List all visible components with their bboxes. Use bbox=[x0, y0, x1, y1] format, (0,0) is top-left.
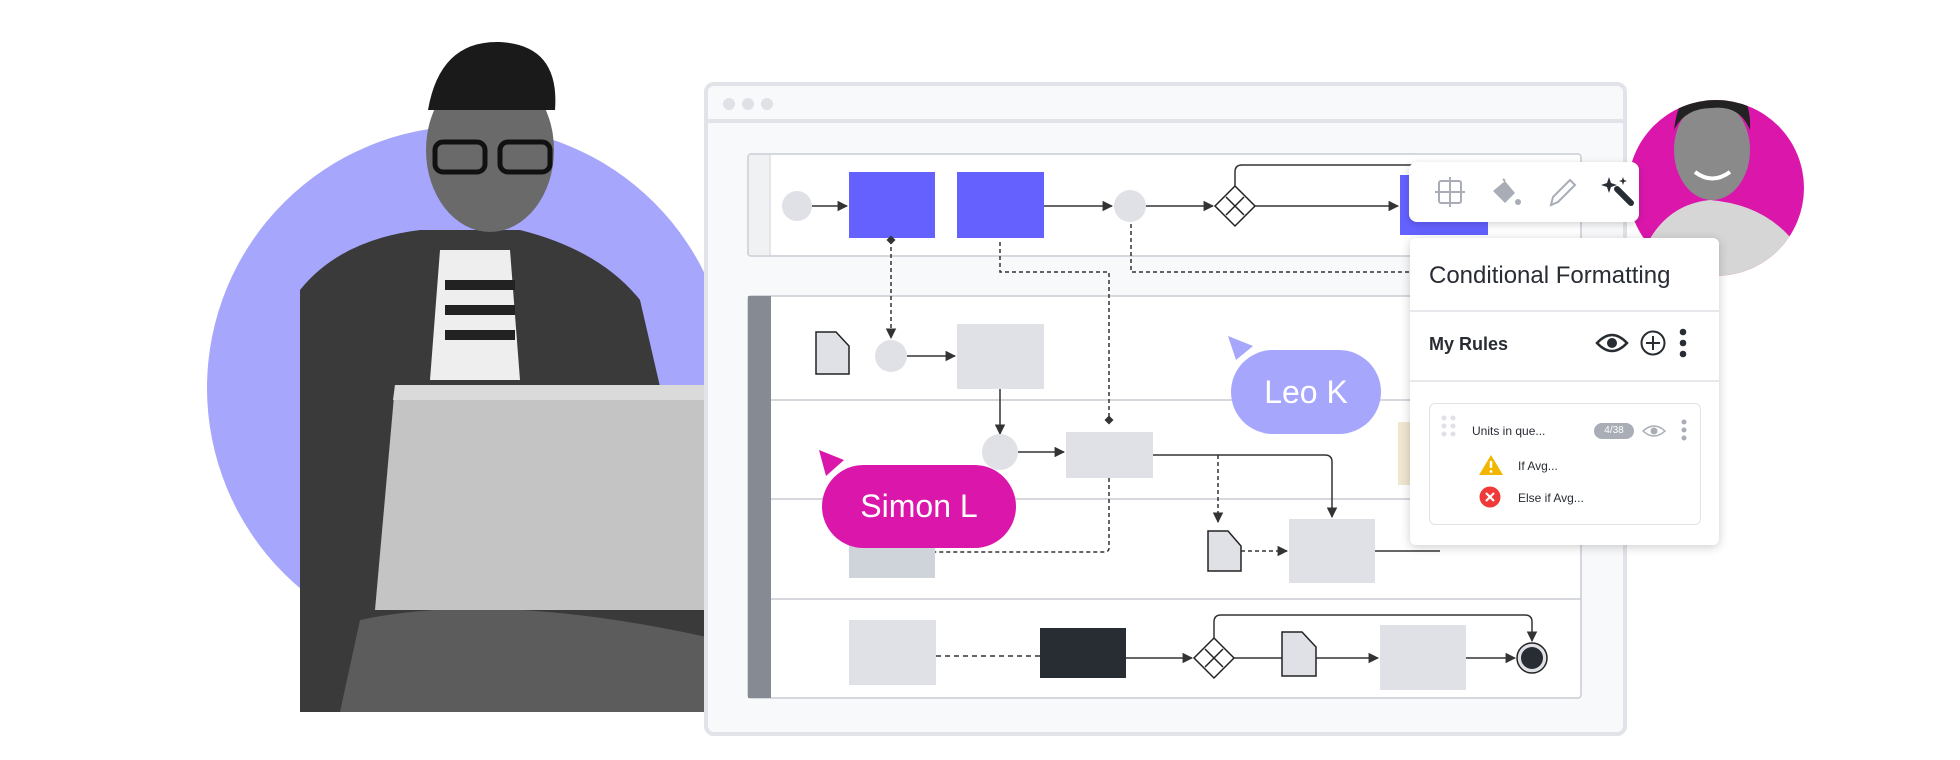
rule-name: Units in que... bbox=[1472, 424, 1546, 438]
document-shape bbox=[1281, 631, 1317, 677]
panel-title: Conditional Formatting bbox=[1429, 262, 1671, 289]
gateway-diamond bbox=[1192, 636, 1236, 680]
window-dot[interactable] bbox=[742, 98, 754, 110]
process-box-dark bbox=[1040, 628, 1126, 678]
fill-bucket-icon[interactable] bbox=[1489, 175, 1523, 209]
top-pool bbox=[747, 153, 1582, 257]
divider bbox=[1410, 310, 1719, 312]
diagram-shapes[interactable] bbox=[782, 164, 1548, 690]
process-box bbox=[1066, 432, 1153, 478]
add-rule-icon[interactable] bbox=[1640, 330, 1666, 356]
condition-label: Else if Avg... bbox=[1518, 491, 1584, 505]
divider bbox=[1410, 380, 1719, 382]
error-icon bbox=[1479, 486, 1501, 508]
eye-icon[interactable] bbox=[1595, 330, 1629, 356]
process-box bbox=[849, 620, 936, 685]
document-shape bbox=[815, 331, 850, 375]
collaborator-bubble-leo: Leo K bbox=[1231, 350, 1381, 434]
rule-more-icon[interactable] bbox=[1680, 418, 1688, 442]
gateway-diamond bbox=[1213, 184, 1257, 228]
event-circle bbox=[982, 434, 1018, 470]
cursor-simon-icon bbox=[819, 450, 844, 476]
format-toolbar bbox=[1409, 162, 1639, 222]
collaborator-bubble-simon: Simon L bbox=[822, 465, 1016, 548]
rule-card[interactable]: Units in que... 4/38 If Avg... Else if A… bbox=[1429, 403, 1701, 525]
window-dot[interactable] bbox=[723, 98, 735, 110]
condition-label: If Avg... bbox=[1518, 459, 1558, 473]
rule-count-badge: 4/38 bbox=[1594, 423, 1634, 439]
person-photo bbox=[300, 41, 730, 712]
window-dot[interactable] bbox=[761, 98, 773, 110]
process-box bbox=[957, 324, 1044, 389]
document-shape bbox=[1207, 530, 1242, 572]
process-box bbox=[849, 172, 935, 238]
pencil-icon[interactable] bbox=[1545, 175, 1579, 209]
start-event bbox=[782, 191, 812, 221]
my-rules-label: My Rules bbox=[1429, 334, 1509, 354]
rule-visibility-icon[interactable] bbox=[1642, 423, 1666, 439]
conditional-formatting-panel: Conditional Formatting My Rules Units in… bbox=[1410, 238, 1719, 545]
cursor-leo-icon bbox=[1228, 336, 1253, 360]
process-box bbox=[1289, 519, 1375, 583]
container-icon[interactable] bbox=[1433, 175, 1467, 209]
warning-icon bbox=[1479, 455, 1503, 475]
magic-wand-icon[interactable] bbox=[1601, 175, 1635, 209]
more-options-icon[interactable] bbox=[1678, 328, 1688, 358]
drag-handle-icon[interactable] bbox=[1440, 414, 1458, 438]
process-box bbox=[1380, 625, 1466, 690]
event-circle bbox=[875, 340, 907, 372]
process-box bbox=[957, 172, 1044, 238]
event-circle bbox=[1114, 190, 1146, 222]
